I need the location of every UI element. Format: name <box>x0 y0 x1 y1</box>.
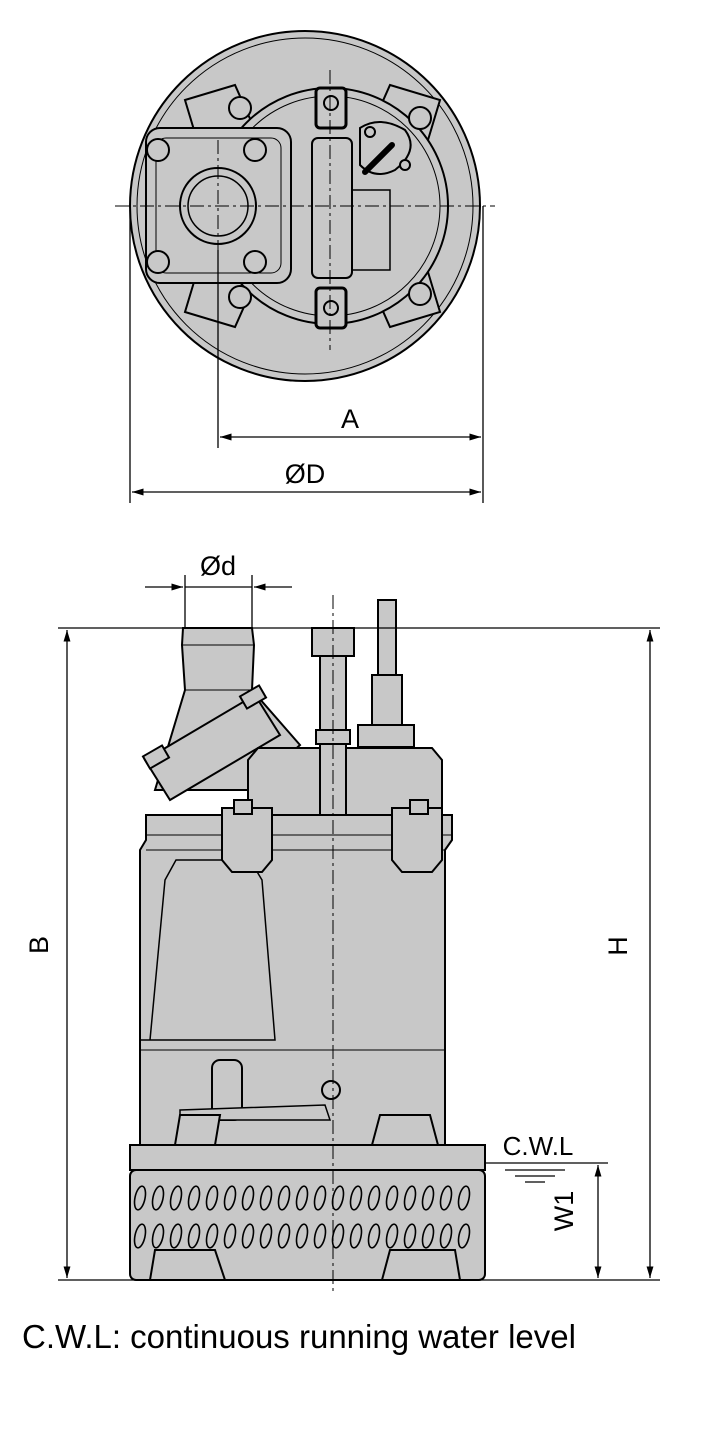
dimension-label-d-outlet: Ød <box>200 551 236 581</box>
dimension-label-d-outer: ØD <box>285 459 326 489</box>
dimension-label-w1: W1 <box>549 1191 579 1232</box>
dimension-label-b: B <box>24 936 54 954</box>
side-view <box>129 599 486 1281</box>
base-plate <box>129 1144 486 1171</box>
handle-top <box>311 137 353 279</box>
dimension-label-a: A <box>341 404 359 434</box>
top-view-centerlines <box>115 70 495 350</box>
power-cable <box>377 599 397 676</box>
strainer-slots <box>133 1185 471 1249</box>
side-view-dimensions <box>58 575 660 1281</box>
dimension-label-h: H <box>603 936 633 956</box>
cwl-footnote: C.W.L: continuous running water level <box>22 1318 576 1355</box>
top-view-dimensions <box>129 206 484 503</box>
cwl-label: C.W.L <box>503 1131 574 1161</box>
